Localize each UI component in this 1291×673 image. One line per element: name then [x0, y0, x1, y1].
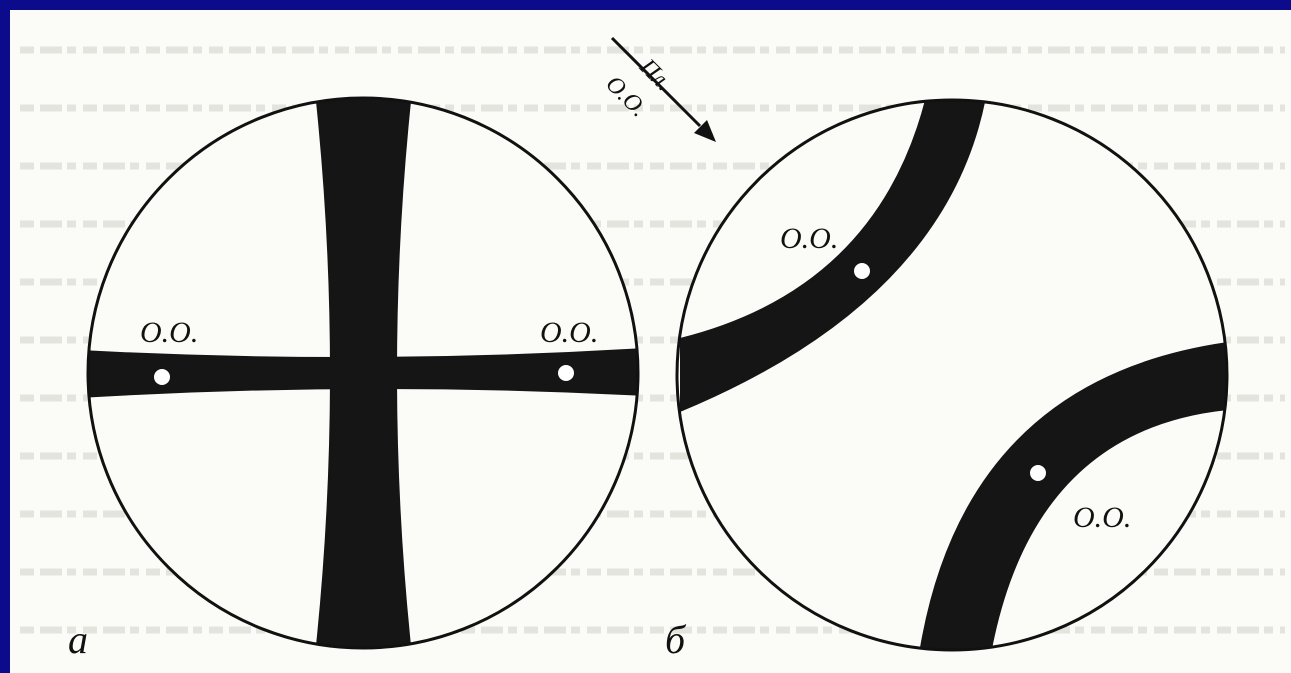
panel-a-optic-axis-right-label: O.O.: [540, 316, 598, 349]
panel-b-optic-axis-upper-label: O.O.: [780, 222, 838, 255]
panel-a-letter: а: [68, 617, 88, 662]
panel-a-optic-axis-left-label: O.O.: [140, 316, 198, 349]
panel-a-optic-axis-left-dot: [154, 369, 170, 385]
panel-a-optic-axis-right-dot: [558, 365, 574, 381]
panel-b-letter: б: [665, 617, 687, 662]
panel-b-optic-axis-lower-label: O.O.: [1073, 501, 1131, 534]
panel-b-optic-axis-lower-dot: [1030, 465, 1046, 481]
panel-b-optic-axis-upper-dot: [854, 263, 870, 279]
